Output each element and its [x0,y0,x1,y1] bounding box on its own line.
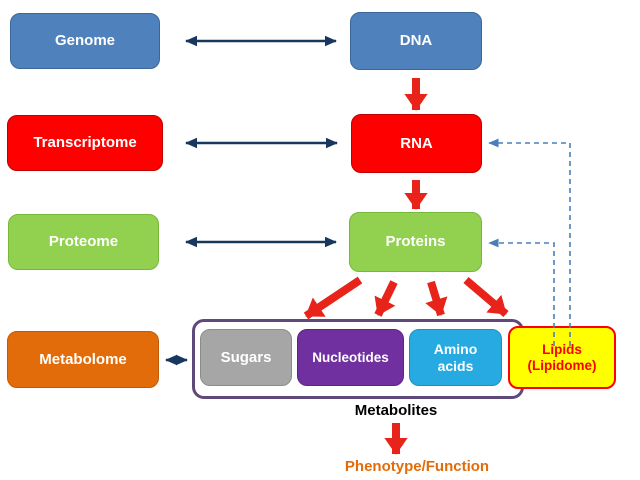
node-amino-acids-label: Amino acids [433,341,478,374]
node-rna-label: RNA [400,134,433,152]
node-proteome: Proteome [8,214,159,270]
node-rna: RNA [351,114,482,173]
dashed-arrows-group [488,138,571,346]
node-proteins-label: Proteins [385,233,446,251]
node-metabolome-label: Metabolome [39,350,127,368]
proteins-aminoacids-arrow [425,280,448,317]
node-transcriptome-label: Transcriptome [33,134,137,152]
node-lipids: Lipids (Lipidome) [508,326,616,389]
phenotype-function-label: Phenotype/Function [344,458,490,475]
lipids-rna-feedback-arrow [488,138,571,346]
node-proteome-label: Proteome [48,233,119,251]
node-sugars-label: Sugars [220,348,272,366]
node-dna-label: DNA [399,32,433,50]
node-lipids-label: Lipids (Lipidome) [527,341,597,373]
node-sugars: Sugars [200,329,292,386]
metabolites-label: Metabolites [354,402,438,419]
node-transcriptome: Transcriptome [7,115,163,171]
node-amino-acids: Amino acids [409,329,502,386]
proteins-sugars-arrow [303,276,363,320]
proteins-lipids-arrow [463,276,509,318]
node-proteins: Proteins [349,212,482,272]
proteins-nucleotides-arrow [374,280,398,317]
node-nucleotides: Nucleotides [297,329,404,386]
node-genome: Genome [10,13,160,69]
node-dna: DNA [350,12,482,70]
double-arrows-group [165,35,338,366]
node-nucleotides-label: Nucleotides [312,349,389,365]
node-metabolome: Metabolome [7,331,159,388]
node-genome-label: Genome [54,32,115,50]
